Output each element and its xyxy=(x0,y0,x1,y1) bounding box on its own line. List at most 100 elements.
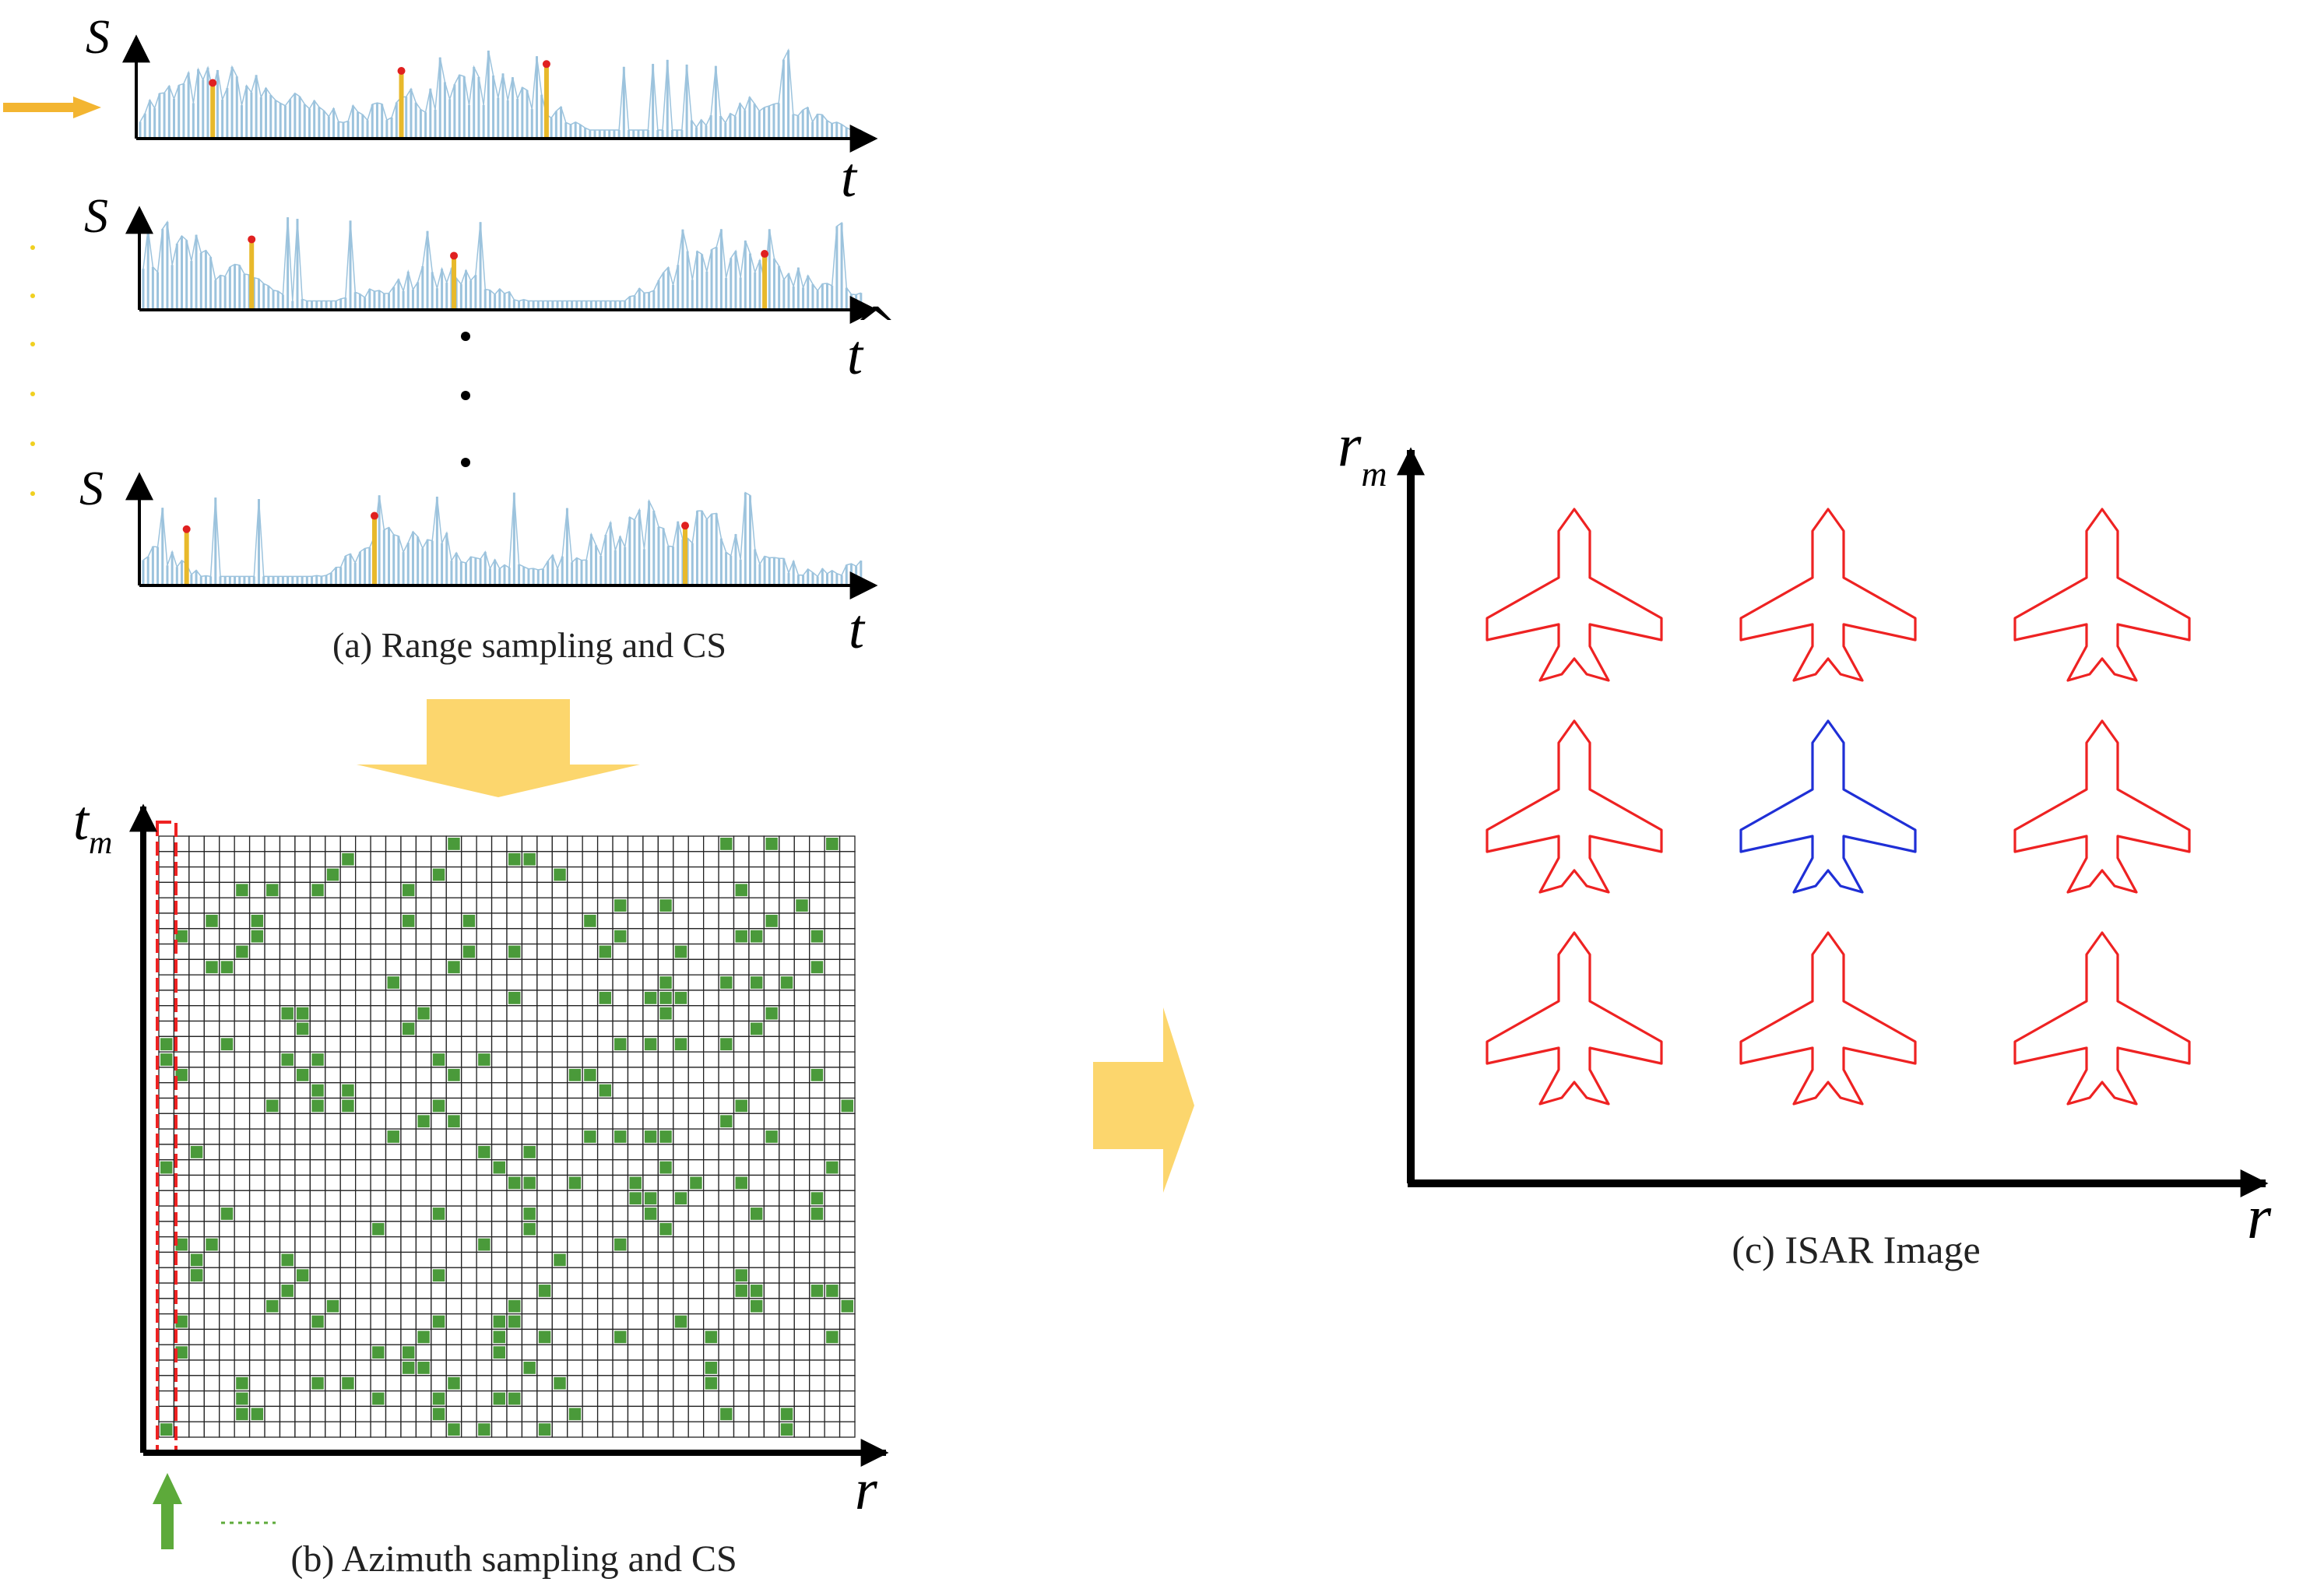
grid-cell xyxy=(370,1298,387,1315)
grid-cell xyxy=(779,1251,795,1268)
sample-dot xyxy=(182,525,191,533)
grid-cell xyxy=(445,1097,462,1114)
grid-cell xyxy=(219,1405,235,1422)
grid-cell xyxy=(490,1035,508,1053)
grid-cell xyxy=(763,1205,780,1222)
target-airplane-icon xyxy=(2013,719,2191,894)
grid-cell xyxy=(748,851,765,868)
grid-cell xyxy=(551,851,568,868)
grid-cell xyxy=(657,1067,674,1084)
grid-cell xyxy=(445,1144,462,1161)
grid-cell xyxy=(158,1405,175,1422)
grid-cell xyxy=(673,1020,689,1037)
grid-cell xyxy=(431,974,447,991)
grid-cell xyxy=(355,928,371,945)
grid-cell xyxy=(158,851,175,868)
grid-cell xyxy=(431,958,447,976)
sampled-cell xyxy=(220,961,234,974)
grid-cell xyxy=(596,1020,614,1037)
grid-cell xyxy=(188,990,205,1007)
grid-cell xyxy=(536,1159,553,1176)
grid-cell xyxy=(824,1082,841,1099)
grid-cell xyxy=(627,1144,644,1161)
range-signal-row-1: S t xyxy=(86,11,878,209)
grid-cell xyxy=(809,1344,825,1361)
grid-cell xyxy=(234,1128,251,1145)
sampled-cell xyxy=(765,1130,778,1143)
sampled-cell xyxy=(750,930,763,943)
grid-cell xyxy=(203,1313,220,1331)
grid-cell xyxy=(203,1205,220,1222)
grid-cell xyxy=(582,835,599,852)
grid-cell xyxy=(188,958,205,976)
grid-cell xyxy=(748,1344,765,1361)
grid-cell xyxy=(793,1144,810,1161)
grid-cell xyxy=(824,1390,841,1408)
grid-cell xyxy=(339,990,357,1007)
sample-dot xyxy=(761,250,769,258)
sampled-cell xyxy=(326,868,339,881)
grid-cell xyxy=(385,1375,402,1392)
grid-cell xyxy=(748,1359,765,1376)
sampled-cell xyxy=(810,1285,824,1297)
grid-cell xyxy=(673,1097,689,1114)
grid-cell xyxy=(506,1267,523,1284)
grid-cell xyxy=(476,958,493,976)
grid-cell xyxy=(431,1174,447,1191)
sampled-cell xyxy=(584,1130,596,1143)
grid-cell xyxy=(582,1174,599,1191)
grid-cell xyxy=(733,974,750,991)
sampled-cell xyxy=(236,1408,248,1421)
grid-cell xyxy=(234,1082,251,1099)
grid-cell xyxy=(203,1282,220,1299)
grid-cell xyxy=(294,1128,311,1145)
grid-cell xyxy=(824,1205,841,1222)
grid-cell xyxy=(657,1267,674,1284)
sampled-cell xyxy=(402,1362,415,1374)
grid-cell xyxy=(431,1190,447,1207)
sample-dot xyxy=(397,67,406,76)
sampled-cell xyxy=(568,1176,582,1190)
grid-cell xyxy=(642,851,659,868)
grid-cell xyxy=(793,1035,810,1053)
grid-cell xyxy=(415,1282,432,1299)
sampled-cell xyxy=(236,1376,248,1390)
grid-cell xyxy=(521,1236,538,1253)
grid-cell xyxy=(400,1282,417,1299)
signal-envelope xyxy=(139,47,861,131)
grid-cell xyxy=(793,958,810,976)
grid-cell xyxy=(536,1020,553,1037)
grid-cell xyxy=(718,1128,735,1145)
sampled-cell xyxy=(810,961,824,974)
grid-cell xyxy=(824,1359,841,1376)
grid-cell xyxy=(839,1328,856,1345)
grid-cell xyxy=(824,1375,841,1392)
grid-cell xyxy=(809,1051,825,1068)
grid-cell xyxy=(415,1313,432,1331)
grid-cell xyxy=(370,881,387,898)
sampled-cell xyxy=(266,884,279,897)
grid-cell xyxy=(461,1221,477,1238)
grid-cell xyxy=(158,1236,175,1253)
grid-cell xyxy=(506,1113,523,1130)
grid-cell xyxy=(219,1421,235,1438)
sampled-cell xyxy=(508,1176,521,1190)
grid-cell xyxy=(718,1221,735,1238)
grid-cell xyxy=(673,1082,689,1099)
grid-cell xyxy=(839,1390,856,1408)
grid-cell xyxy=(355,1328,371,1345)
grid-cell xyxy=(536,1344,553,1361)
grid-cell xyxy=(612,866,629,884)
grid-cell xyxy=(703,1113,719,1130)
grid-cell xyxy=(703,851,719,868)
grid-cell xyxy=(596,1298,614,1315)
grid-cell xyxy=(158,1005,175,1022)
sampled-cell xyxy=(402,884,415,897)
sampled-cell xyxy=(659,899,672,912)
grid-cell xyxy=(627,1251,644,1268)
grid-cell xyxy=(536,851,553,868)
grid-cell xyxy=(824,1313,841,1331)
sampled-cell xyxy=(387,976,399,989)
grid-cell xyxy=(461,851,477,868)
grid-cell xyxy=(779,881,795,898)
